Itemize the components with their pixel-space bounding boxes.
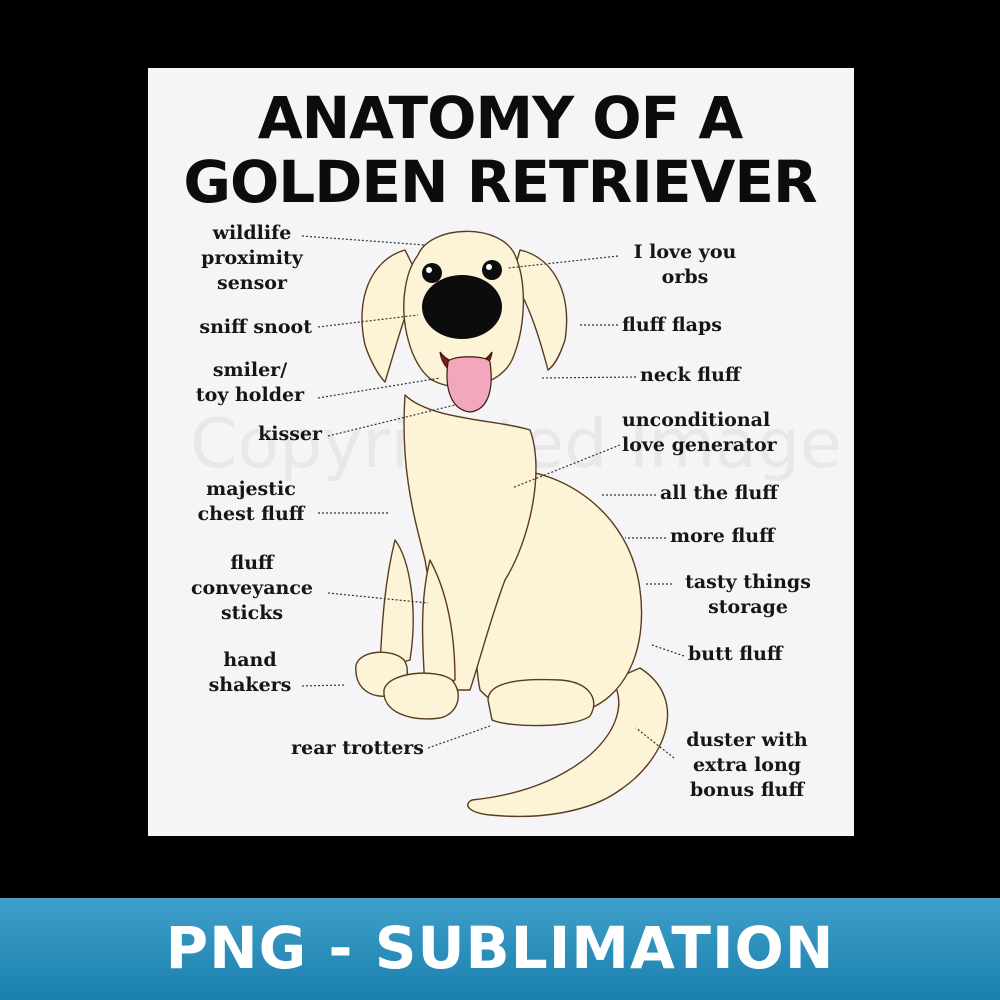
leader-wildlife [301, 235, 426, 246]
label-conveyance: fluff conveyance sticks [190, 552, 313, 624]
label-love-generator: unconditional love generator [622, 409, 777, 456]
label-duster: duster with extra long bonus fluff [686, 729, 808, 801]
dog-front-paw-right [383, 672, 459, 720]
dog-eye-right [482, 260, 502, 280]
label-tasty-storage: tasty things storage [685, 571, 811, 618]
dog-rear-paw [487, 678, 595, 727]
leader-duster [635, 727, 675, 759]
leader-sniff [317, 314, 419, 328]
leader-orbs [507, 255, 619, 269]
label-rear-trotters: rear trotters [291, 737, 424, 759]
leader-hand [301, 684, 345, 687]
dog-eye-left [422, 263, 442, 283]
dog-nose [422, 275, 502, 339]
leader-kisser [327, 404, 456, 437]
label-kisser: kisser [258, 423, 322, 445]
leader-love [511, 444, 621, 489]
dog-tail [467, 667, 669, 818]
label-butt-fluff: butt fluff [688, 643, 783, 665]
title-line-1: ANATOMY OF A [257, 84, 744, 152]
banner-text: PNG - SUBLIMATION [165, 914, 835, 982]
label-chest-fluff: majestic chest fluff [197, 478, 305, 525]
dog-tongue [446, 356, 492, 413]
leader-smiler [317, 377, 441, 399]
leader-butt [651, 644, 685, 657]
banner: PNG - SUBLIMATION [0, 898, 1000, 1000]
label-fluff-flaps: fluff flaps [622, 314, 722, 336]
leader-neck [539, 376, 637, 379]
label-neck-fluff: neck fluff [640, 364, 741, 386]
label-love-orbs: I love you orbs [633, 241, 737, 288]
label-sniff-snoot: sniff snoot [199, 316, 312, 338]
leader-rear [427, 725, 491, 749]
label-more-fluff: more fluff [670, 525, 775, 547]
label-hand-shakers: hand shakers [208, 649, 292, 696]
dog-front-leg-left [379, 539, 414, 669]
label-all-fluff: all the fluff [660, 482, 778, 504]
title-line-2: GOLDEN RETRIEVER [183, 148, 817, 216]
label-wildlife-sensor: wildlife proximity sensor [201, 222, 303, 294]
label-smiler: smiler/ toy holder [195, 359, 305, 406]
leader-conveyance [327, 592, 429, 604]
dog-ear-right [511, 249, 568, 371]
